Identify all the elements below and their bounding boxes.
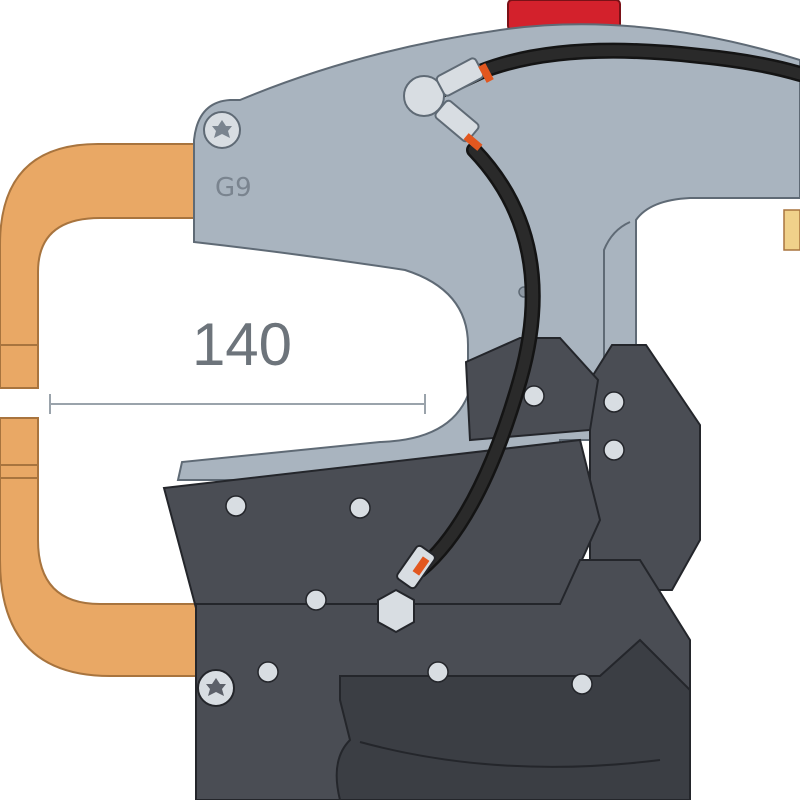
body-casting [176, 23, 800, 481]
jaw [335, 638, 691, 800]
body-web-edge [603, 221, 631, 380]
screw-icon [225, 495, 247, 517]
arm-gap [0, 389, 40, 417]
torx-screw-icon [203, 111, 241, 149]
screw-group [225, 385, 625, 695]
dimension-annotation: 140 [49, 311, 426, 414]
dimension-value: 140 [192, 311, 292, 378]
lower-assembly [162, 337, 701, 800]
screw-icon [523, 385, 545, 407]
screw-icon [571, 673, 593, 695]
screw-icon [603, 391, 625, 413]
gun-body: G9 [176, 0, 800, 481]
hose-assembly [377, 42, 800, 634]
screw-icon [603, 439, 625, 461]
side-plate [589, 344, 701, 591]
jaw-edge [359, 741, 661, 768]
screw-icon [305, 589, 327, 611]
hose-fitting-icon [403, 57, 494, 151]
model-mark: G9 [215, 173, 252, 203]
screw-icon [257, 661, 279, 683]
screw-icon [427, 661, 449, 683]
upper-hose-inner [414, 45, 800, 106]
hose-fitting-icon [377, 544, 436, 634]
connector-tab [783, 209, 800, 251]
torx-screw-icon [197, 669, 235, 707]
screw-icon [349, 497, 371, 519]
c-arm-shape [0, 143, 197, 677]
c-arm [0, 143, 197, 677]
lower-hose-inner [414, 144, 539, 576]
